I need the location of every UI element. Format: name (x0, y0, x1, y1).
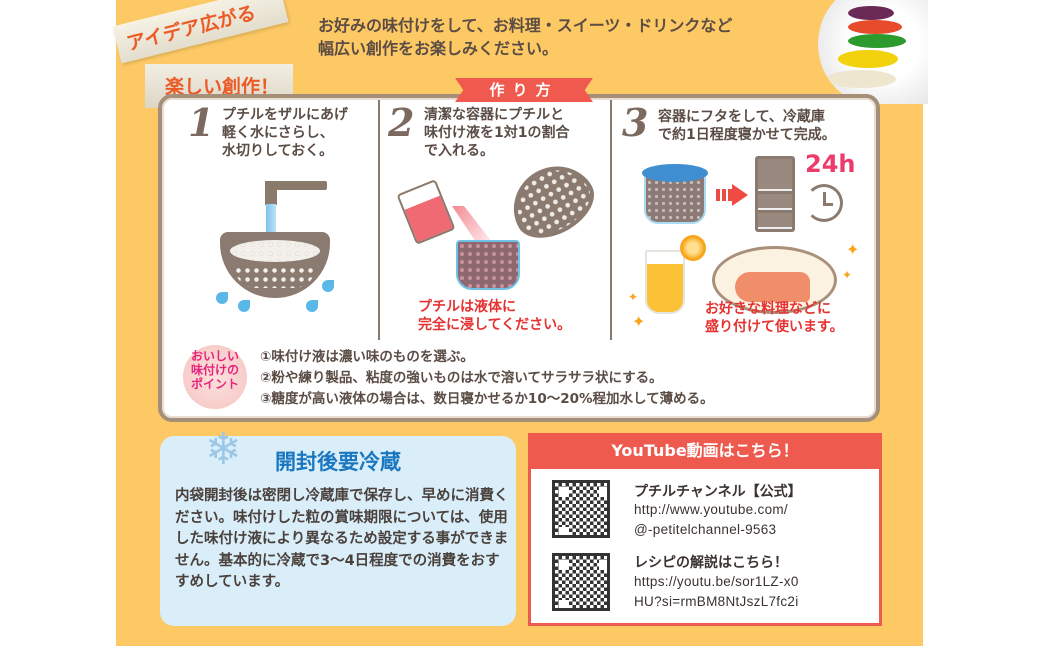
tips-badge-text: おいしい 味付けの ポイント (190, 349, 239, 391)
storage-text: 内袋開封後は密閉し冷蔵庫で保存し、早めに消費ください。味付けした粒の賞味期限につ… (175, 488, 509, 590)
recipe-video-label: レシピの解説はこちら！ (634, 555, 788, 571)
white-pearls (826, 70, 896, 88)
arrow-right-icon (716, 184, 748, 206)
qr-code-channel[interactable] (552, 480, 610, 538)
clock-icon (805, 184, 843, 222)
step-divider (378, 100, 380, 340)
step-1-text: プチルをザルにあげ 軽く水にさらし、 水切りしておく。 (222, 107, 348, 159)
duration-label: 24h (805, 150, 856, 178)
tips-list: ①味付け液は濃い味のものを選ぶ。 ②粉や練り製品、粘度の強いものは水で溶いてサラ… (260, 347, 714, 410)
recipe-url-line1[interactable]: https://youtu.be/sor1LZ-x0 (634, 574, 799, 589)
tips-badge (183, 345, 247, 409)
red-pearls (848, 20, 902, 34)
qr-code-recipe[interactable] (552, 553, 610, 611)
colored-pearls-plate-image (818, 0, 928, 104)
ribbon-line2: 楽しい創作！ (165, 76, 280, 98)
tip-item: ①味付け液は濃い味のものを選ぶ。 (260, 349, 474, 365)
step-2-text: 清潔な容器にプチルと 味付け液を1対1の割合 で入れる。 (424, 107, 570, 159)
intro-text: お好みの味付けをして、お料理・スイーツ・ドリンクなど 幅広い創作をお楽しみくださ… (318, 14, 732, 60)
ribbon-banner: アイデア広がる 楽しい創作！ (112, 0, 293, 108)
recipe-title: 作り方 (455, 78, 593, 102)
step-1-number: 1 (188, 100, 215, 145)
step-3-note: お好きな料理などに 盛り付けて使います。 (705, 301, 844, 335)
channel-url-line1[interactable]: http://www.youtube.com/ (634, 502, 788, 517)
step-2-number: 2 (388, 100, 415, 145)
tip-item: ③糖度が高い液体の場合は、数日寝かせるか10～20%程加水して薄める。 (260, 391, 714, 407)
storage-title: 開封後要冷蔵 (275, 450, 401, 474)
recipe-url-line2[interactable]: HU?si=rmBM8NtJszL7fc2i (634, 594, 799, 609)
step-divider (610, 100, 612, 340)
step-2-note: プチルは液体に 完全に浸してください。 (418, 299, 572, 333)
channel-label: プチルチャンネル【公式】 (634, 484, 802, 500)
channel-url-line2[interactable]: @-petitelchannel-9563 (634, 522, 777, 537)
fridge-icon (755, 156, 795, 232)
tip-item: ②粉や練り製品、粘度の強いものは水で溶いてサラサラ状にする。 (260, 370, 663, 386)
channel-url[interactable]: http://www.youtube.com/ @-petitelchannel… (634, 500, 788, 540)
storage-notice-box (160, 436, 516, 626)
step-3-number: 3 (622, 100, 649, 145)
snowflake-icon: ❄ (205, 424, 242, 475)
intro-line1: お好みの味付けをして、お料理・スイーツ・ドリンクなど (318, 16, 733, 35)
purple-pearls (848, 6, 894, 20)
recipe-video-url[interactable]: https://youtu.be/sor1LZ-x0 HU?si=rmBM8Nt… (634, 572, 799, 612)
step-3-text: 容器にフタをして、冷蔵庫 で約1日程度寝かせて完成。 (658, 109, 836, 143)
green-pearls (848, 34, 906, 48)
youtube-header: YouTube動画はこちら！ (528, 433, 882, 469)
intro-line2: 幅広い創作をお楽しみください。 (318, 39, 559, 58)
yellow-pearls (838, 50, 898, 68)
